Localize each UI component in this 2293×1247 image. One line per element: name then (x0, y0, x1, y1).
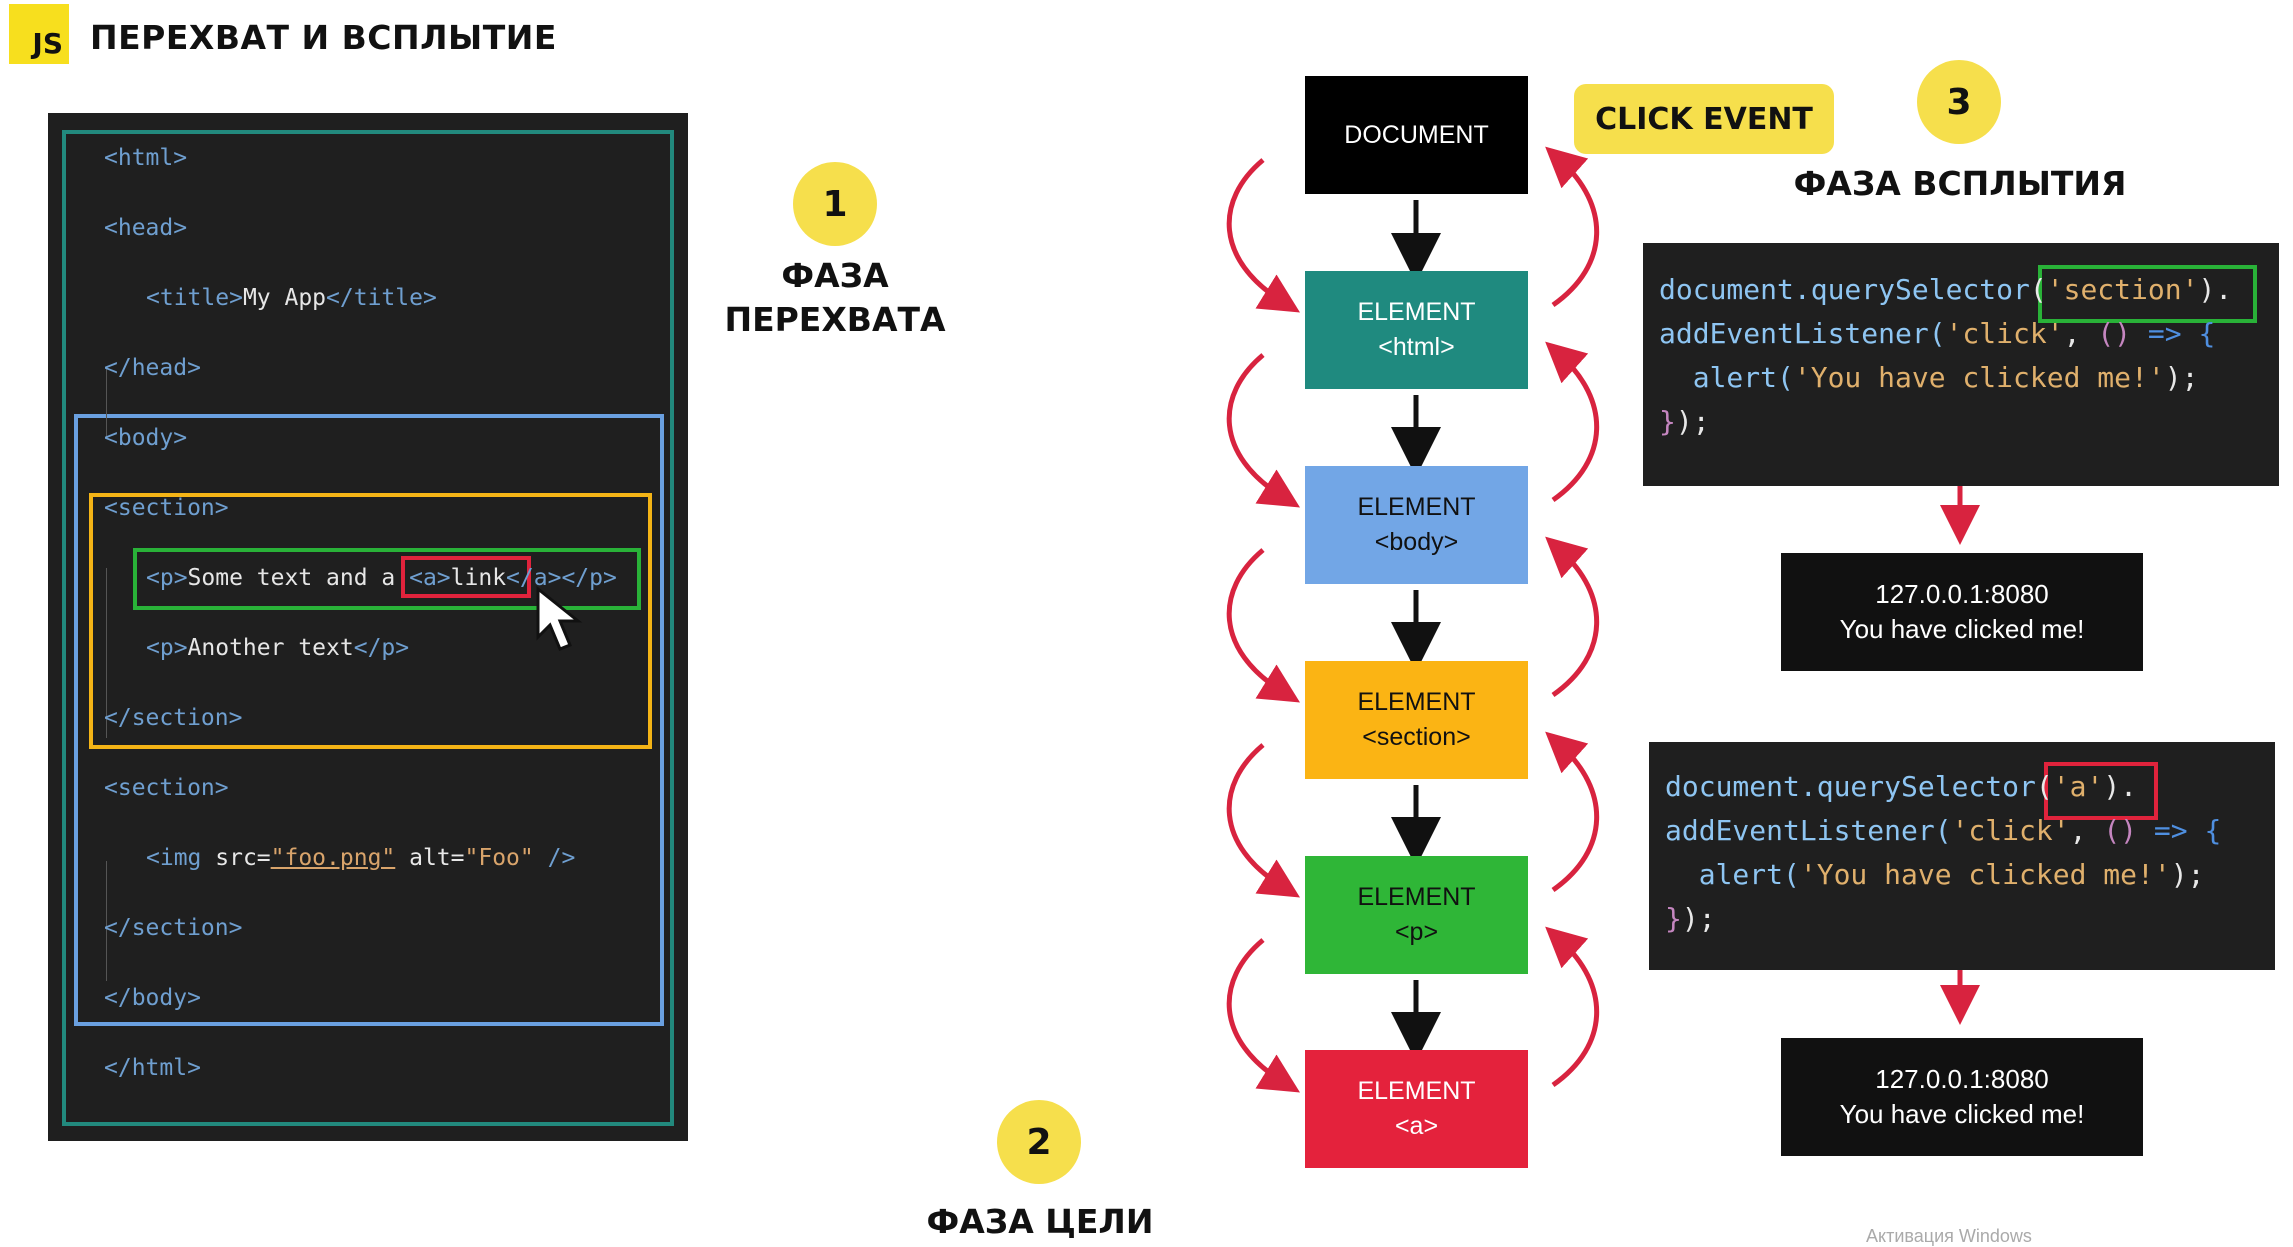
node-p: ELEMENT<p> (1305, 856, 1528, 974)
code-line: alert('You have clicked me!'); (1659, 361, 2199, 394)
capture-curve (1226, 938, 1301, 1093)
mouse-cursor-icon (536, 585, 583, 651)
section-listener-snippet: document.querySelector('section'). addEv… (1643, 243, 2279, 486)
section-selector-highlight (2038, 265, 2257, 323)
capture-curve (1226, 743, 1301, 898)
node-a: ELEMENT<a> (1305, 1050, 1528, 1168)
node-html: ELEMENT<html> (1305, 271, 1528, 389)
code-line: alert('You have clicked me!'); (1665, 858, 2205, 891)
phase-3-badge: 3 (1917, 60, 2001, 144)
node-section: ELEMENT<section> (1305, 661, 1528, 779)
windows-activation-watermark: Активация Windows (1866, 1226, 2032, 1246)
indent-guide (106, 368, 107, 438)
bubble-curve (1545, 731, 1600, 893)
code-line: <section> (104, 775, 229, 801)
node-document: DOCUMENT (1305, 76, 1528, 194)
bubble-curve (1545, 926, 1600, 1088)
click-event-label: CLICK EVENT (1574, 84, 1834, 154)
code-line: addEventListener('click', () => { (1665, 814, 2222, 847)
code-line: <html> (104, 145, 188, 171)
phase-1-badge: 1 (793, 162, 877, 246)
code-line-target: <p>Some text and a <a>link</a></p> (146, 565, 617, 591)
body-frame (74, 414, 664, 1026)
phase-2-title: ФАЗА ЦЕЛИ (926, 1202, 1154, 1241)
p-frame (133, 548, 641, 610)
a-selector-highlight (2044, 762, 2158, 820)
code-line: }); (1659, 405, 1710, 438)
indent-guide (106, 861, 107, 981)
code-line: </body> (104, 985, 201, 1011)
code-line: document.querySelector('a'). (1665, 770, 2138, 803)
node-body: ELEMENT<body> (1305, 466, 1528, 584)
js-logo: JS (9, 4, 69, 64)
link-listener-snippet: document.querySelector('a'). addEventLis… (1649, 742, 2275, 970)
code-line: <title>My App</title> (146, 285, 437, 311)
html-frame (62, 130, 674, 1126)
section-frame (89, 493, 652, 749)
bubble-curve (1545, 341, 1600, 503)
html-code-panel: <html> <head> <title>My App</title> </he… (48, 113, 688, 1141)
capture-curve (1226, 158, 1301, 313)
code-line: </head> (104, 355, 201, 381)
code-line: addEventListener('click', () => { (1659, 317, 2216, 350)
code-line: <body> (104, 425, 188, 451)
a-frame (401, 556, 531, 598)
indent-guide (106, 568, 107, 738)
code-line: </html> (104, 1055, 201, 1081)
code-line: </section> (104, 705, 243, 731)
capture-curve (1226, 548, 1301, 703)
phase-2-badge: 2 (997, 1100, 1081, 1184)
phase-3-title: ФАЗА ВСПЛЫТИЯ (1793, 164, 2127, 203)
code-line: <head> (104, 215, 188, 241)
code-line: <section> (104, 495, 229, 521)
code-line: </section> (104, 915, 243, 941)
bubble-curve (1545, 146, 1600, 308)
capture-curve (1226, 353, 1301, 508)
code-line: document.querySelector('section'). (1659, 273, 2233, 306)
code-line: <img src="foo.png" alt="Foo" /> (146, 845, 576, 871)
code-line: }); (1665, 902, 1716, 935)
page-title: ПЕРЕХВАТ И ВСПЛЫТИЕ (90, 18, 557, 57)
code-line: <p>Another text</p> (146, 635, 410, 661)
bubble-curve (1545, 536, 1600, 698)
